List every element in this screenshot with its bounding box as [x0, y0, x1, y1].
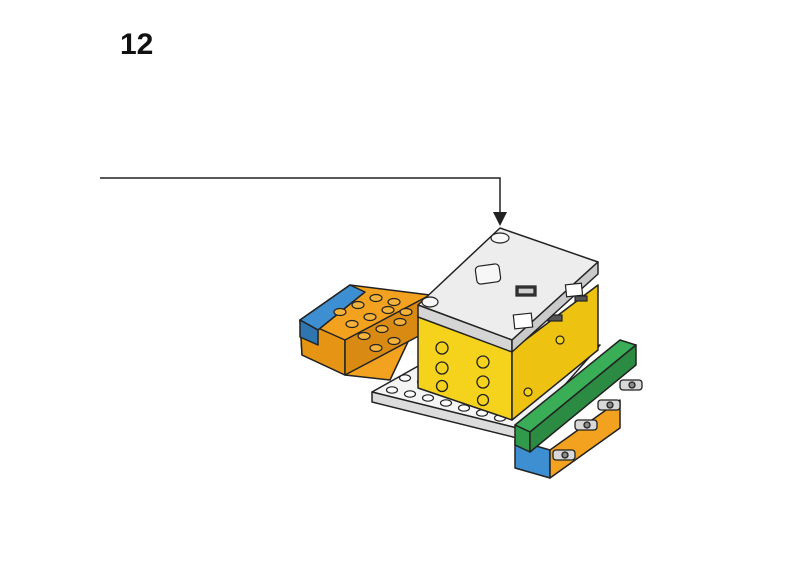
hub-top-features: [421, 232, 584, 330]
hub-port: [564, 282, 584, 298]
hub-side-details: [523, 295, 588, 397]
hub-center-button: [474, 263, 502, 285]
green-beam: [514, 339, 637, 453]
hub-port: [512, 312, 534, 330]
hub-corner-stud: [490, 232, 510, 244]
step-number: 12: [120, 28, 154, 61]
hub-pin-holes: [435, 341, 490, 407]
arrow-down-icon: [493, 212, 507, 226]
hub-corner-stud: [421, 296, 439, 308]
orange-plate-studs: [333, 293, 413, 353]
axle-pins: [552, 379, 643, 461]
placement-arrow: [100, 177, 507, 226]
